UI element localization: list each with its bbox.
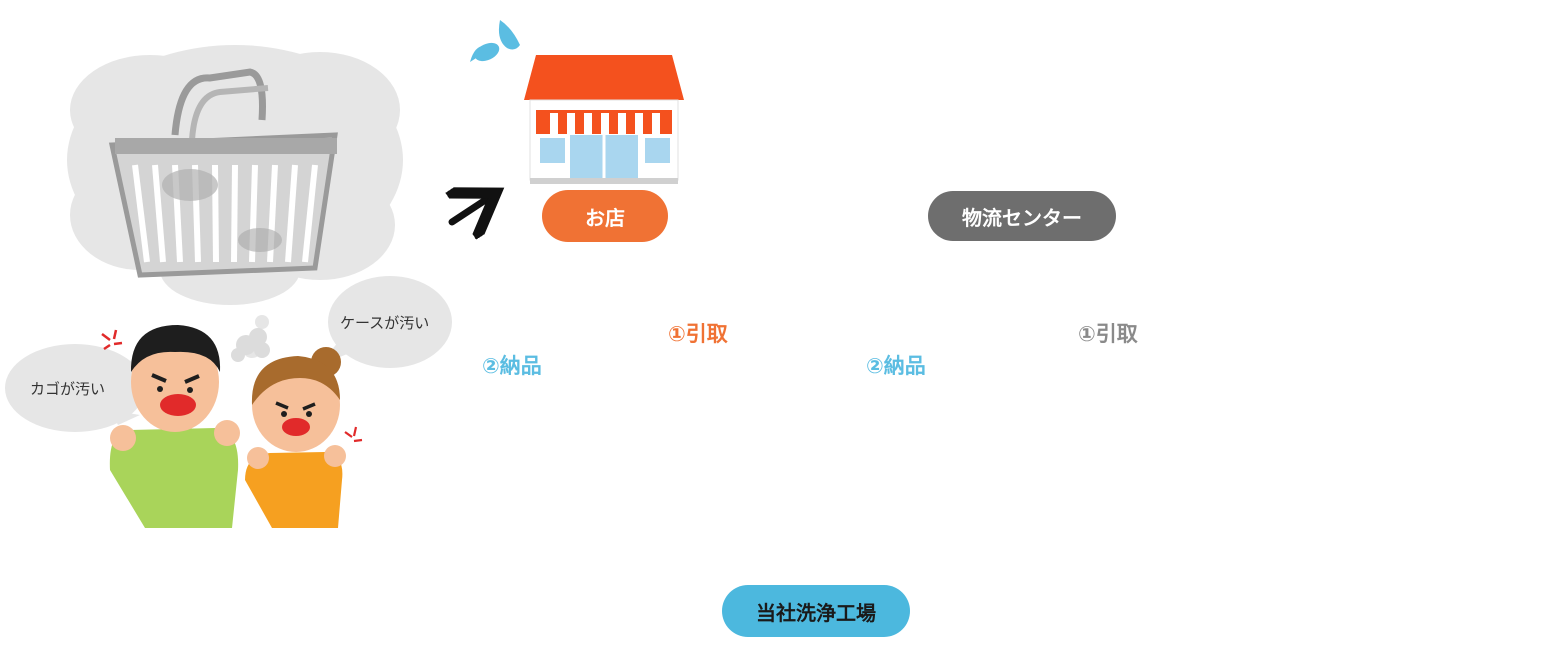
angry-man-icon (101, 325, 240, 528)
dc-delivery-label: ②納品 (866, 354, 926, 378)
distribution-center-label: 物流センター (928, 191, 1116, 241)
arrow-to-store (452, 197, 490, 222)
puff-icon (231, 328, 270, 362)
store-delivery-label: ②納品 (482, 354, 542, 378)
speech-bubble-man (5, 344, 145, 432)
dirty-basket-icon (108, 68, 338, 278)
factory-label: 当社洗浄工場 (722, 585, 910, 637)
angry-woman-icon (245, 347, 363, 528)
store-pickup-label: ①引取 (668, 322, 728, 346)
man-speech-text: カゴが汚い (30, 380, 106, 398)
dc-pickup-label: ①引取 (1078, 322, 1138, 346)
woman-speech-text: ケースが汚い (340, 314, 430, 332)
store-icon (470, 20, 684, 184)
store-label: お店 (542, 190, 668, 242)
